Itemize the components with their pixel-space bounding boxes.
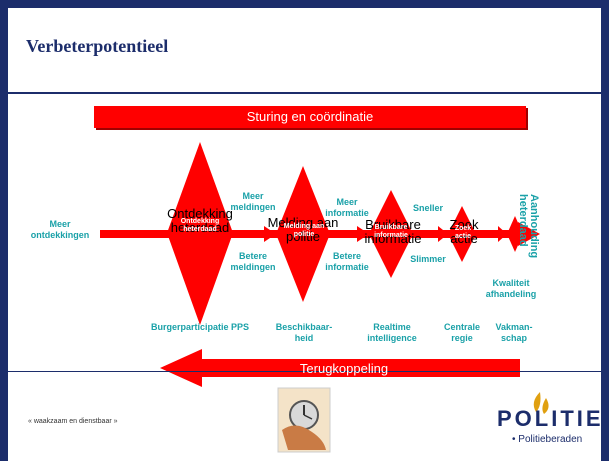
- stage-2-tiny-label: Melding aan politie: [283, 223, 325, 238]
- hand-shape: [282, 425, 326, 450]
- diamond-informatie: [369, 190, 413, 278]
- stage-2-big-label: Melding aan politie: [267, 215, 339, 244]
- between-2-bottom: Betere informatie: [325, 251, 369, 272]
- between-1-bottom: Betere meldingen: [230, 251, 276, 272]
- aanhouding-vertical-label: Aanhouding heterdaad: [517, 194, 540, 259]
- politie-logo-text: POLITIE: [497, 406, 604, 431]
- motto: « waakzaam en dienstbaar »: [28, 418, 118, 425]
- between-3-top: Sneller: [412, 203, 443, 213]
- between-3-bottom: Slimmer: [410, 254, 446, 264]
- footer-separator: [0, 371, 609, 372]
- stage-4-tiny-label: Zoek actie: [454, 225, 472, 240]
- stage-1-bottom: Burgerparticipatie PPS: [150, 322, 250, 332]
- stage-3-bottom: Realtime intelligence: [367, 322, 417, 343]
- stage-1-tiny-label: Ontdekking heterdaad: [180, 218, 220, 233]
- stage-3-big-label: Bruikbare informatie: [364, 217, 422, 246]
- between-1-top: Meer meldingen: [230, 191, 276, 212]
- between-2-top: Meer informatie: [325, 197, 369, 218]
- stage-4-big-label: Zoek actie: [449, 217, 479, 246]
- stage-5-bottom: Vakman-schap: [495, 322, 533, 343]
- left-label: Meer ontdekkingen: [30, 219, 90, 240]
- arrow-head-2: [357, 226, 369, 242]
- diamond-melding: [276, 166, 330, 302]
- stage-4-bottom: Centrale regie: [443, 322, 480, 343]
- arrow-head-3: [438, 226, 448, 242]
- feedback-shaft: [200, 359, 520, 377]
- stage-3-tiny-label: Bruikbare informatie: [374, 224, 408, 239]
- feedback-label: Terugkoppeling: [299, 361, 389, 376]
- sturing-banner: Sturing en coördinatie: [94, 106, 526, 128]
- stage-1-big-label: Ontdekking heterdaad: [167, 206, 233, 235]
- stage-2-bottom: Beschikbaar-heid: [275, 322, 333, 343]
- diamond-zoekactie: [448, 206, 476, 262]
- main-arrow-head: [518, 222, 540, 246]
- politieberaden-label: • Politieberaden: [512, 434, 583, 445]
- kwaliteit-label: Kwaliteit afhandeling: [485, 278, 537, 299]
- arrow-head-1: [264, 226, 276, 242]
- diamond-aanhouding: [507, 216, 523, 252]
- slide-title: Verbeterpotentieel: [26, 36, 169, 56]
- arrow-head-4: [498, 226, 507, 242]
- title-bar: [8, 8, 601, 94]
- feedback-head: [160, 349, 202, 387]
- diamond-ontdekking: [167, 142, 233, 325]
- politie-flame: [533, 392, 549, 414]
